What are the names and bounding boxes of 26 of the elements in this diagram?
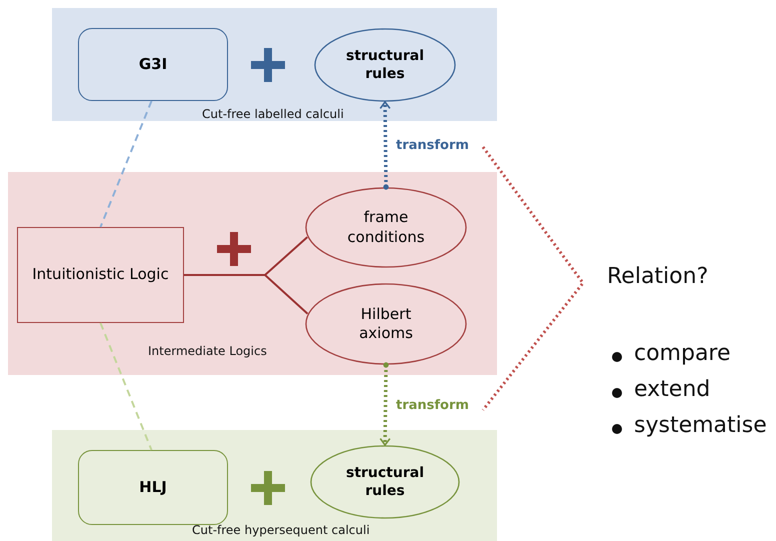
node-label: Intuitionistic Logic [32,265,169,285]
panel-caption: Cut-free labelled calculi [202,107,344,121]
node-label: HLJ [139,478,167,498]
node-label: structural rules [344,464,425,500]
node-label: Hilbert axioms [358,304,414,344]
rounded-box [78,450,228,525]
group-panel [8,172,497,375]
list-item: extend [634,377,710,402]
node-label: structural rules [344,46,425,84]
group-panel [52,8,497,121]
node-label: G3I [138,54,168,74]
rounded-box [78,28,228,101]
list-item: compare [634,341,731,366]
group-panel [52,430,497,541]
panel-caption: Cut-free hypersequent calculi [192,523,370,537]
ellipse-node [314,28,456,102]
ellipse-node [305,283,467,365]
list-item: systematise [634,413,767,438]
question-text: Relation? [607,264,708,289]
node-label: frame conditions [346,208,426,247]
edge-label: transform [396,138,469,153]
ellipse-node [310,445,460,519]
process-box [17,227,184,323]
ellipse-node [305,187,467,268]
panel-caption: Intermediate Logics [148,344,267,358]
edge-label: transform [396,398,469,413]
